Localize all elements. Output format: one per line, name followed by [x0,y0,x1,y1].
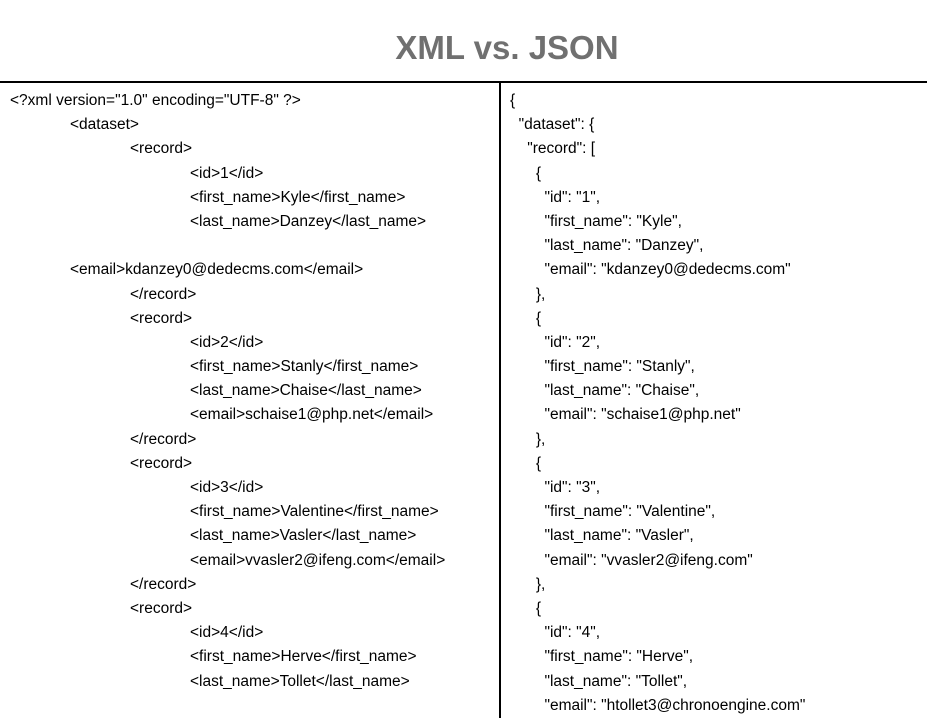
xml-line: <?xml version="1.0" encoding="UTF-8" ?> [10,92,301,109]
xml-line: <dataset> [70,116,139,134]
xml-line: </record> [130,575,197,593]
xml-line: </record> [130,285,197,303]
xml-code-panel: <?xml version="1.0" encoding="UTF-8" ?> <… [10,89,445,694]
xml-line: <record> [130,599,193,617]
json-line: { [510,164,542,182]
xml-line: <first_name>Valentine</first_name> [190,503,439,521]
xml-line: <first_name>Stanly</first_name> [190,358,419,376]
xml-line: <email>schaise1@php.net</email> [190,406,434,424]
json-code-panel: { "dataset": { "record": [ { "id": "1", … [510,89,805,718]
json-line: }, [510,285,546,303]
json-line: "id": "2", [510,333,601,351]
json-line: "id": "1", [510,188,601,206]
json-line: "first_name": "Herve", [510,648,694,666]
xml-line: <last_name>Tollet</last_name> [190,672,410,690]
json-line: "last_name": "Chaise", [510,382,700,400]
json-line: "id": "4", [510,624,601,642]
json-line: "email": "htollet3@chronoengine.com" [510,696,806,714]
json-line: "dataset": { [510,116,595,134]
json-line: "first_name": "Stanly", [510,358,695,376]
json-line: { [510,454,542,472]
json-line: "first_name": "Kyle", [510,212,682,230]
xml-line: <last_name>Chaise</last_name> [190,382,422,400]
json-line: "id": "3", [510,479,601,496]
xml-line: <id>3</id> [190,479,264,496]
xml-line: <first_name>Herve</first_name> [190,648,417,666]
xml-line: <record> [130,309,193,327]
xml-line: <id>2</id> [190,333,264,351]
json-line: "first_name": "Valentine", [510,503,716,521]
xml-line: <id>1</id> [190,164,264,182]
xml-line: <first_name>Kyle</first_name> [190,188,406,206]
xml-line: <last_name>Danzey</last_name> [190,212,427,230]
xml-line: </record> [130,430,197,448]
column-divider [499,82,501,718]
xml-line [10,234,445,258]
json-line: }, [510,430,546,448]
json-line: "email": "vvasler2@ifeng.com" [510,551,753,569]
json-line: "email": "schaise1@php.net" [510,406,741,424]
page-title: XML vs. JSON [395,29,619,66]
xml-line: <id>4</id> [190,624,264,642]
json-line: { [510,599,542,617]
json-line: "last_name": "Vasler", [510,527,694,545]
xml-line: <email>vvasler2@ifeng.com</email> [190,551,446,569]
json-line: { [510,92,516,109]
json-line: "record": [ [510,140,596,158]
json-line: }, [510,575,546,593]
xml-line: <record> [130,454,193,472]
xml-line: <email>kdanzey0@dedecms.com</email> [70,261,364,279]
json-line: "email": "kdanzey0@dedecms.com" [510,261,791,279]
header-divider [0,81,927,83]
json-line: "last_name": "Danzey", [510,237,704,255]
json-line: { [510,309,542,327]
xml-line: <last_name>Vasler</last_name> [190,527,417,545]
xml-line: <record> [130,140,193,158]
json-line: "last_name": "Tollet", [510,672,688,690]
